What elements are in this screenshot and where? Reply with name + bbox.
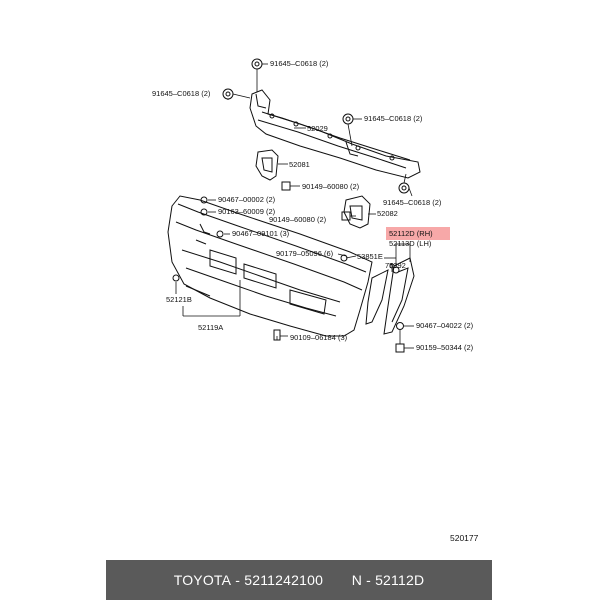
label-90467-09101: 90467–09101 (3) xyxy=(232,229,290,238)
label-90179: 90179–05096 (6) xyxy=(276,249,334,258)
bumper-reinforcement xyxy=(249,89,421,179)
bumper-extensions xyxy=(365,257,415,335)
label-91645-top: 91645–C0618 (2) xyxy=(270,59,329,68)
footer-separator: - xyxy=(231,572,245,588)
footer-gap xyxy=(323,572,352,588)
label-52121b: 52121B xyxy=(166,295,192,304)
footer-brand: TOYOTA xyxy=(173,572,232,588)
label-52029: 52029 xyxy=(307,124,328,133)
footer-part-number: 5211242100 xyxy=(244,572,324,588)
footer-alt-number: 52112D xyxy=(375,572,425,588)
parts-diagram: 91645–C0618 (2) 91645–C0618 (2) 52029 91… xyxy=(152,58,479,543)
label-75392: 75392 xyxy=(385,261,406,270)
fasteners xyxy=(172,58,410,353)
bumper-cover xyxy=(167,195,373,337)
part-number-footer: TOYOTA - 5211242100 N - 52112D xyxy=(106,560,492,600)
label-52112d: 52112D (RH) xyxy=(389,229,433,238)
label-90159: 90159–50344 (2) xyxy=(416,343,474,352)
label-52081: 52081 xyxy=(289,160,310,169)
label-90109: 90109–06184 (3) xyxy=(290,333,348,342)
label-90467-04022: 90467–04022 (2) xyxy=(416,321,474,330)
label-52119a: 52119A xyxy=(198,323,223,332)
leader-lines xyxy=(175,63,414,349)
label-90467-00002: 90467–00002 (2) xyxy=(218,195,276,204)
label-53851e: 53851E xyxy=(357,252,383,261)
label-90149-b: 90149–60080 (2) xyxy=(269,215,327,224)
label-91645-lower: 91645–C0618 (2) xyxy=(383,198,442,207)
bracket-52082 xyxy=(343,195,371,229)
figure-number: 520177 xyxy=(450,533,479,543)
footer-alt-label: N xyxy=(351,572,363,588)
footer-separator-2: - xyxy=(362,572,376,588)
label-52082: 52082 xyxy=(377,209,398,218)
label-90149-a: 90149–60080 (2) xyxy=(302,182,360,191)
highlight-box xyxy=(386,227,450,240)
label-91645-right: 91645–C0618 (2) xyxy=(364,114,423,123)
label-90163: 90163–60009 (2) xyxy=(218,207,276,216)
label-52113d: 52113D (LH) xyxy=(389,239,432,248)
bracket-52081 xyxy=(255,149,279,181)
label-91645-left: 91645–C0618 (2) xyxy=(152,89,211,98)
